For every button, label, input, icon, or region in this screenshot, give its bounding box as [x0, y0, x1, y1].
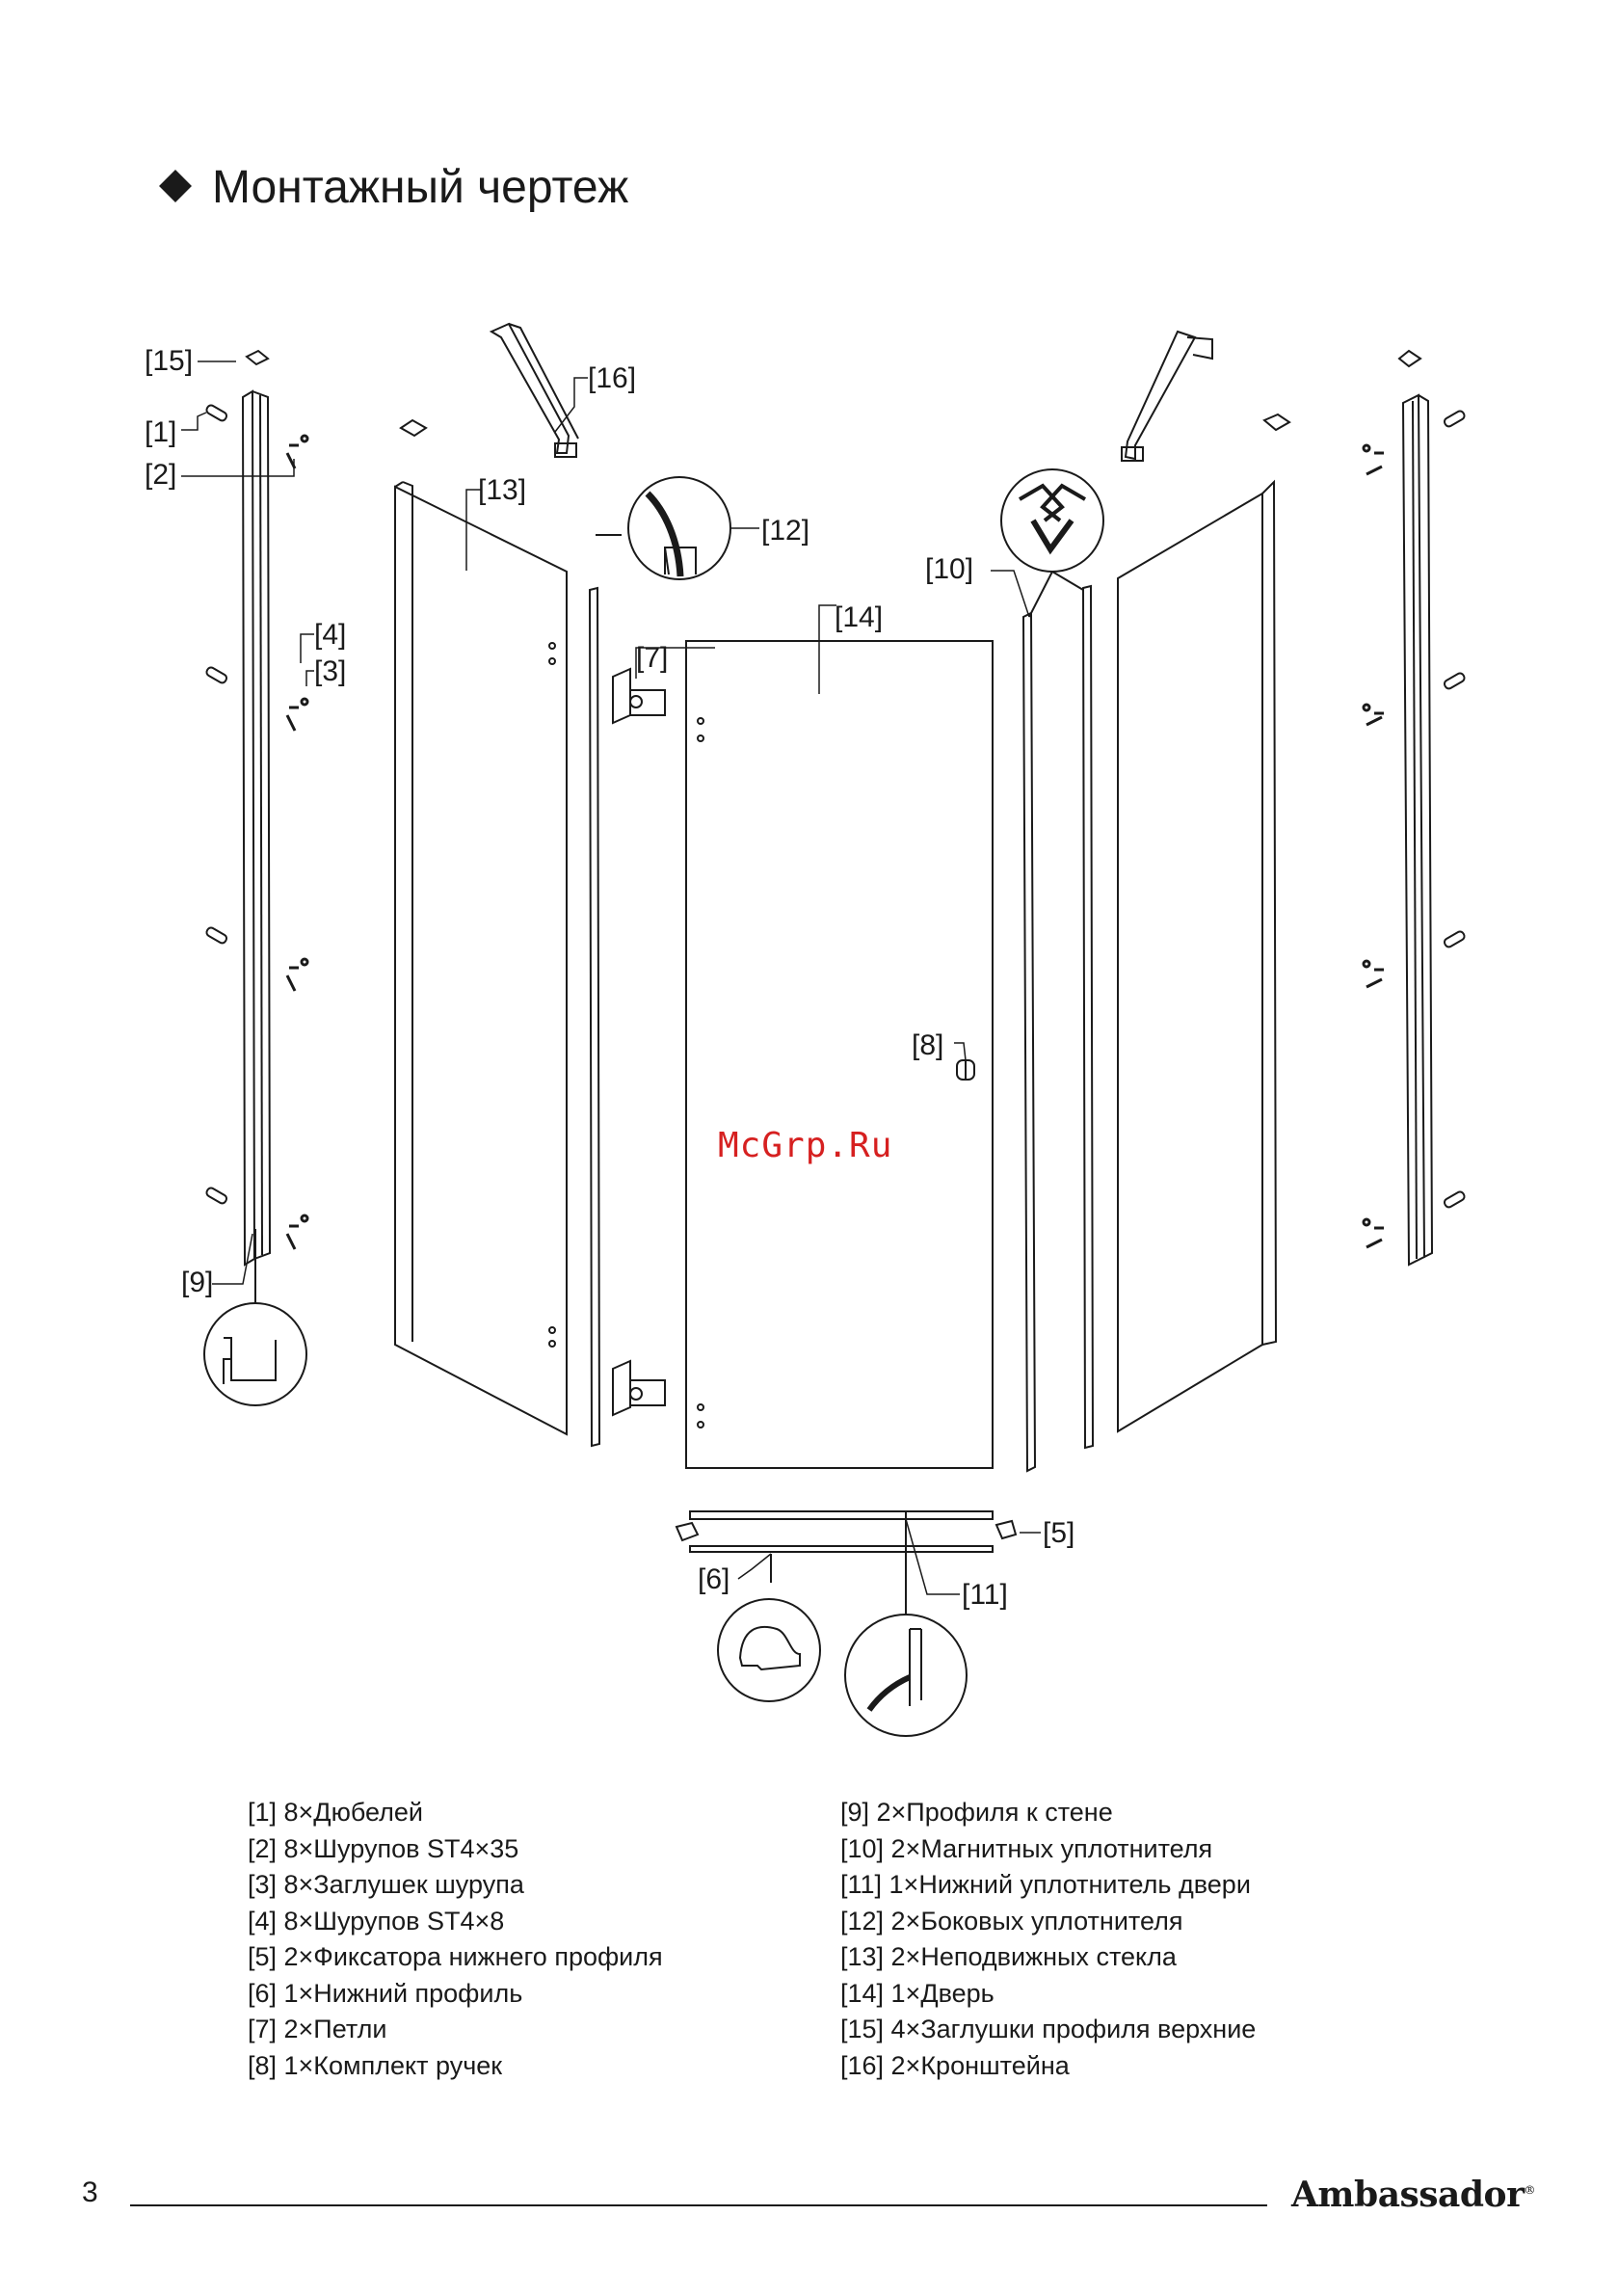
bottom-profile-clip-icon [675, 1519, 1018, 1542]
top-cap-left-glass [399, 418, 428, 438]
callout-16: [16] [588, 362, 636, 394]
parts-list-item: [7] 2×Петли [248, 2015, 387, 2043]
page-title-text: Монтажный чертеж [212, 162, 629, 213]
registered-mark: ® [1524, 2183, 1536, 2197]
callout-14: [14] [835, 601, 883, 633]
top-cap-right [1397, 349, 1422, 368]
bracket-right [1121, 330, 1213, 462]
watermark: McGrp.Ru [718, 1126, 893, 1165]
parts-list-item: [16] 2×Кронштейна [840, 2050, 1070, 2080]
bottom-profile [689, 1510, 994, 1553]
parts-list-item: [5] 2×Фиксатора нижнего профиля [248, 1942, 663, 1971]
top-cap-right-glass [1262, 413, 1291, 432]
brand-name: Ambassador [1291, 2175, 1525, 2215]
callout-4: [4] [314, 619, 346, 651]
parts-list-item: [1] 8×Дюбелей [248, 1798, 423, 1827]
detail-circle-bottom-profile [717, 1554, 821, 1702]
footer-divider [130, 2204, 1267, 2206]
callout-9: [9] [181, 1267, 213, 1298]
parts-list-item: [12] 2×Боковых уплотнителя [840, 1906, 1183, 1936]
glass-holes [548, 642, 556, 1348]
page-number: 3 [82, 2176, 98, 2208]
brand-logo: Ambassador® [1291, 2175, 1536, 2215]
callout-15: [15] [145, 345, 193, 377]
magnetic-seal [1021, 584, 1095, 1473]
fixed-glass-left [394, 481, 568, 1436]
detail-circle-magnetic-seal [1000, 468, 1104, 618]
callout-3: [3] [314, 655, 346, 687]
callout-11: [11] [962, 1579, 1008, 1611]
parts-list-left: [1] 8×Дюбелей [2] 8×Шурупов ST4×35 [3] 8… [248, 1795, 663, 2084]
wall-profile-right [1401, 393, 1434, 1267]
parts-list-item: [3] 8×Заглушек шурупа [248, 1870, 524, 1899]
detail-circle-wall-profile [203, 1229, 307, 1406]
callout-8: [8] [912, 1029, 943, 1061]
side-seal-left [588, 586, 601, 1448]
callout-5: [5] [1043, 1517, 1074, 1549]
parts-list-item: [11] 1×Нижний уплотнитель двери [840, 1870, 1251, 1899]
page-title: Монтажный чертеж [159, 159, 629, 217]
parts-list-item: [2] 8×Шурупов ST4×35 [248, 1833, 519, 1863]
dowel-icon [1443, 410, 1466, 1209]
leader-lines [181, 360, 1041, 1595]
dowel-icon [205, 404, 228, 1205]
callout-7: [7] [636, 642, 668, 674]
fixed-glass-right [1117, 479, 1278, 1433]
callout-6: [6] [698, 1563, 729, 1595]
parts-list-item: [15] 4×Заглушки профиля верхние [840, 2015, 1257, 2043]
callout-2: [2] [145, 459, 176, 491]
detail-circle-side-seal [596, 476, 731, 580]
parts-list-item: [8] 1×Комплект ручек [248, 2050, 503, 2080]
handle-icon [956, 1059, 975, 1081]
top-cap-left [245, 349, 270, 366]
detail-circle-door-seal [844, 1511, 968, 1737]
hinge-icon [612, 667, 666, 1417]
parts-list-item: [9] 2×Профиля к стене [840, 1798, 1113, 1827]
bracket-left [489, 322, 579, 458]
callout-13: [13] [478, 474, 526, 506]
callout-1: [1] [145, 416, 176, 448]
parts-list-item: [14] 1×Дверь [840, 1978, 995, 2008]
screw-icon [285, 434, 309, 1250]
parts-list-item: [13] 2×Неподвижных стекла [840, 1942, 1177, 1971]
callout-10: [10] [925, 553, 973, 585]
screw-icon [1362, 443, 1384, 1249]
door-glass [685, 640, 994, 1469]
parts-list-right: [9] 2×Профиля к стене [10] 2×Магнитных у… [840, 1795, 1256, 2084]
parts-list-item: [10] 2×Магнитных уплотнителя [840, 1833, 1213, 1863]
wall-profile-left [241, 389, 272, 1267]
parts-list-item: [6] 1×Нижний профиль [248, 1978, 523, 2008]
parts-list-item: [4] 8×Шурупов ST4×8 [248, 1906, 505, 1936]
callout-12: [12] [761, 515, 809, 547]
